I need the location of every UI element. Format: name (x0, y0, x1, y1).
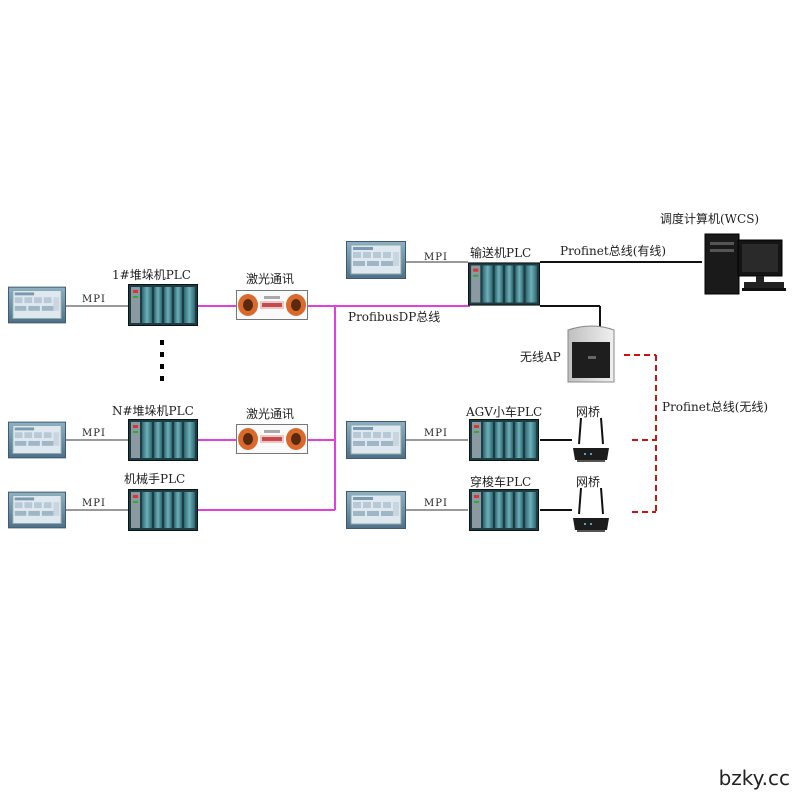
hmi-panel-stackerN (8, 421, 66, 459)
label-bridge-agv: 网桥 (576, 405, 601, 419)
bridge-device-agv (571, 418, 611, 464)
laser-comm-device-bottom (236, 424, 308, 454)
hmi-panel-conveyor (346, 240, 406, 280)
profinet-wired-bus (540, 261, 702, 511)
mpi-links (66, 261, 468, 511)
label-mpi-robot: MPI (82, 498, 106, 509)
label-robot-plc: 机械手PLC (124, 472, 186, 486)
label-shuttle-plc: 穿梭车PLC (470, 475, 532, 489)
label-profinet-wired: Profinet总线(有线) (560, 244, 667, 258)
label-laser-comm-bottom: 激光通讯 (246, 407, 295, 421)
label-mpi-agv: MPI (424, 428, 448, 439)
plc-conveyor (468, 262, 540, 306)
label-stacker1-plc: 1#堆垛机PLC (112, 268, 191, 282)
label-conveyor-plc: 输送机PLC (470, 246, 532, 260)
label-mpi-stackerN: MPI (82, 428, 106, 439)
profibus-dp-bus (197, 305, 470, 511)
label-profinet-wireless: Profinet总线(无线) (662, 400, 769, 414)
profinet-wireless-bus (624, 354, 657, 513)
hmi-panel-robot (8, 491, 66, 529)
plc-agv (468, 419, 540, 461)
wireless-ap-device (567, 325, 615, 383)
label-mpi-conveyor: MPI (424, 252, 448, 263)
hmi-panel-shuttle (346, 490, 406, 530)
label-bridge-shuttle: 网桥 (576, 475, 601, 489)
plc-robot (128, 489, 198, 531)
ellipsis-dot (160, 352, 164, 357)
watermark: bzky.cc (718, 766, 790, 790)
hmi-panel-agv (346, 420, 406, 460)
plc-stacker1 (128, 284, 198, 326)
label-wcs-computer: 调度计算机(WCS) (660, 212, 760, 226)
wcs-computer-icon (704, 233, 786, 295)
label-mpi-stacker1: MPI (82, 294, 106, 305)
label-stackerN-plc: N#堆垛机PLC (112, 404, 194, 418)
ellipsis-dot (160, 376, 164, 381)
laser-comm-device-top (236, 290, 308, 320)
label-mpi-shuttle: MPI (424, 498, 448, 509)
plc-shuttle (468, 489, 540, 531)
hmi-panel-stacker1 (8, 286, 66, 324)
plc-stackerN (128, 419, 198, 461)
label-profibus-bus: ProfibusDP总线 (348, 310, 441, 324)
ellipsis-dot (160, 364, 164, 369)
label-wireless-ap: 无线AP (520, 350, 561, 364)
label-laser-comm-top: 激光通讯 (246, 272, 295, 286)
label-agv-plc: AGV小车PLC (466, 405, 543, 419)
ellipsis-dot (160, 340, 164, 345)
bridge-device-shuttle (571, 488, 611, 534)
